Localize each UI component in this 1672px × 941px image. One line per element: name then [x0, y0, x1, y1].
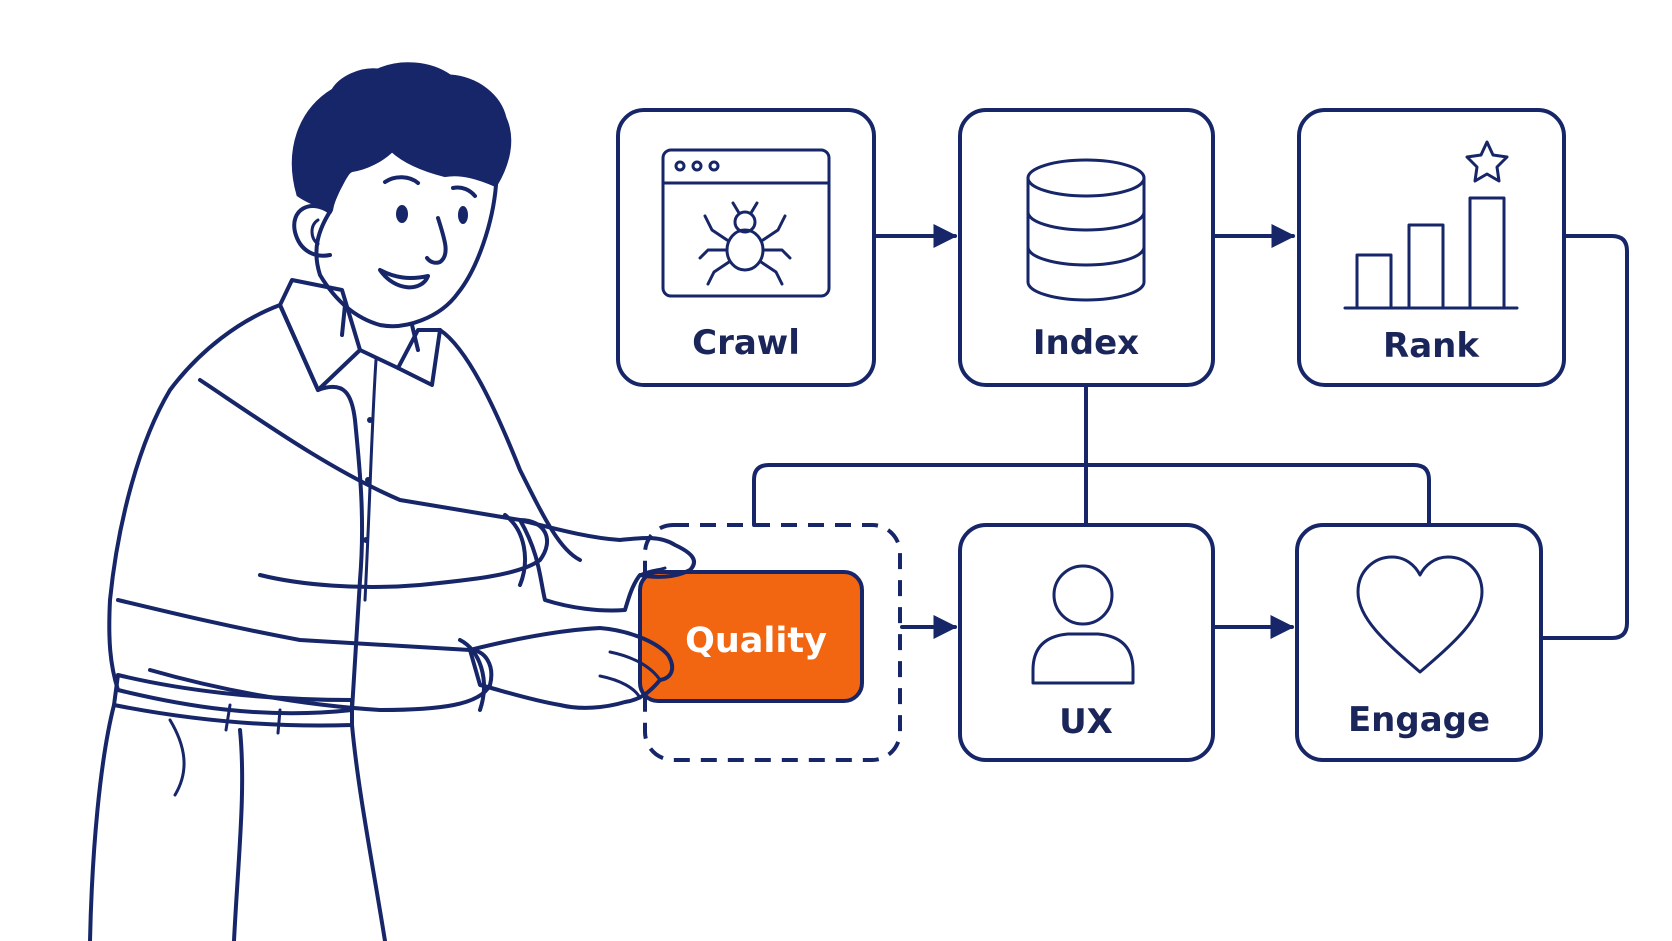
node-rank-label: Rank	[1383, 326, 1480, 366]
eye-right	[458, 206, 468, 224]
node-ux: UX	[958, 523, 1215, 762]
node-rank: Rank	[1297, 108, 1566, 387]
node-engage-label: Engage	[1348, 700, 1490, 740]
hair	[291, 62, 512, 212]
smile	[378, 268, 430, 290]
node-engage: Engage	[1295, 523, 1543, 762]
feedback-bracket	[752, 463, 1431, 527]
face	[314, 148, 498, 328]
database-icon	[1026, 158, 1146, 302]
connectors	[752, 224, 1629, 640]
node-ux-label: UX	[1059, 702, 1113, 742]
quality-card[interactable]: Quality	[638, 570, 864, 703]
right-sleeve	[116, 598, 494, 712]
hands	[468, 518, 696, 710]
node-index: Index	[958, 108, 1215, 387]
bar-chart-star-icon	[1343, 140, 1519, 310]
eye-left	[396, 205, 408, 223]
edge-engage-rank	[1539, 234, 1629, 640]
user-icon	[1031, 564, 1135, 685]
top-hand	[518, 518, 696, 613]
heart-icon	[1356, 555, 1484, 674]
person-illustration	[88, 62, 582, 941]
node-crawl: Crawl	[616, 108, 876, 387]
pants	[88, 703, 387, 941]
node-index-label: Index	[1033, 323, 1139, 363]
belt	[112, 673, 354, 728]
spider-browser-icon	[661, 148, 831, 298]
node-crawl-label: Crawl	[692, 323, 800, 363]
left-sleeve	[198, 378, 550, 589]
torso	[107, 303, 365, 716]
quality-card-label: Quality	[685, 621, 827, 661]
ear	[292, 204, 332, 258]
